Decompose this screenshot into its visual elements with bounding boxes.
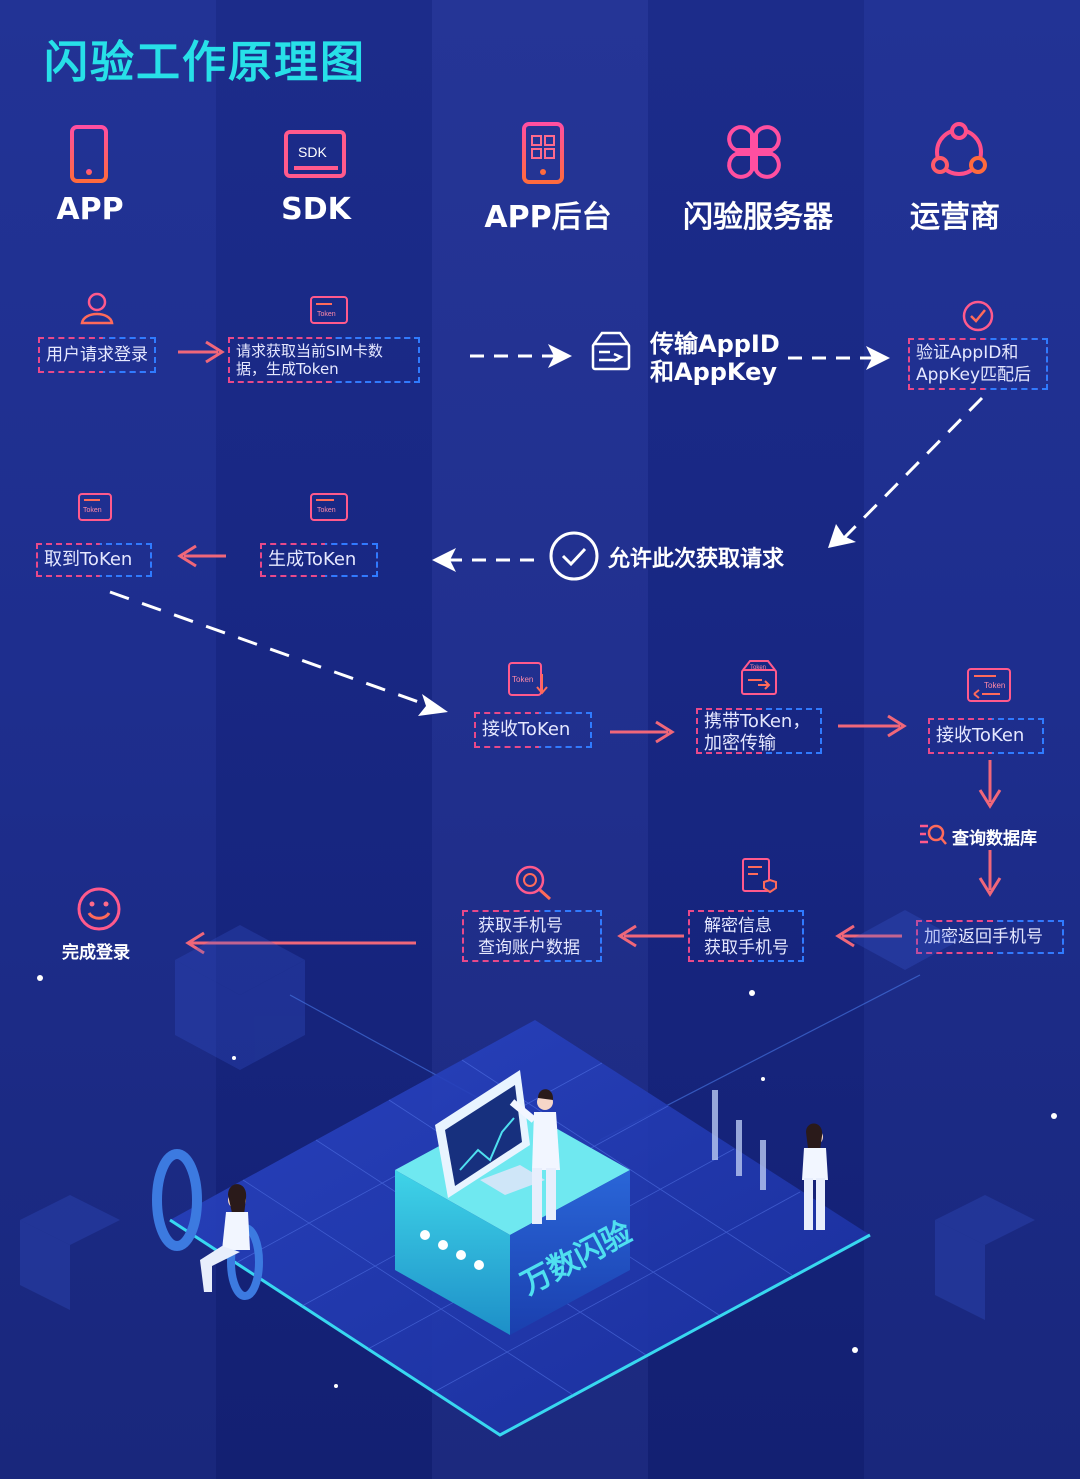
step-decrypt: 解密信息 获取手机号	[688, 910, 804, 962]
arrow-decrypt-to-fetch	[617, 924, 684, 948]
token-card-icon: Token	[310, 493, 348, 521]
token-receive-icon-label: Token	[512, 675, 533, 684]
token-return-icon-label: Token	[984, 681, 1005, 690]
token-card-icon: Token	[78, 493, 112, 521]
token-card-icon: Token	[310, 296, 348, 324]
arrow-dashed-app-to-backend	[109, 590, 431, 708]
decrypt-document-icon	[742, 858, 777, 894]
arrowhead	[432, 548, 456, 572]
page-title: 闪验工作原理图	[44, 37, 366, 88]
transfer-label-line1: 传输AppID	[650, 330, 780, 358]
allow-check-icon	[549, 531, 599, 581]
step-encrypt-return: 加密返回手机号	[916, 920, 1064, 954]
phone-icon	[70, 125, 108, 183]
smile-icon	[77, 887, 121, 931]
allow-label: 允许此次获取请求	[608, 547, 785, 572]
light-bars	[712, 1090, 766, 1190]
step-get-token: 取到ToKen	[36, 543, 152, 577]
token-card-icon-label: Token	[317, 507, 336, 514]
token-return-icon: Token	[967, 668, 1011, 702]
server-lights	[420, 1230, 484, 1270]
token-card-icon-label: Token	[83, 507, 102, 514]
person-sitting-left	[152, 1149, 263, 1300]
person-standing-center	[509, 1089, 560, 1224]
step-generate-token: 生成ToKen	[260, 543, 378, 577]
step-sdk-request: 请求获取当前SIM卡数据，生成Token	[228, 337, 420, 383]
arrowhead	[548, 344, 572, 368]
token-receive-icon: Token	[508, 662, 548, 696]
arrow-login-to-sdk	[178, 340, 225, 364]
transfer-icon	[591, 331, 631, 371]
server-box-left	[395, 1170, 510, 1335]
token-carry-icon-label: Token	[750, 665, 766, 671]
arrowhead	[866, 346, 890, 370]
step-receive-token-carrier: 接收ToKen	[928, 718, 1044, 754]
token-card-icon-label: Token	[317, 311, 336, 318]
arrow-dashed-verify-to-allow	[840, 396, 984, 542]
transfer-label-line2: 和AppKey	[650, 358, 778, 386]
arrow-receive-to-query	[978, 760, 1002, 809]
step-carry-token: 携带ToKen， 加密传输	[696, 708, 822, 754]
header-app: APP	[56, 192, 124, 227]
complete-login-label: 完成登录	[62, 943, 130, 963]
query-db-label: 查询数据库	[952, 829, 1037, 849]
header-sdk: SDK	[281, 192, 351, 227]
person-standing-right	[802, 1123, 828, 1230]
step-fetch-phone: 获取手机号 查询账户数据	[462, 910, 602, 962]
arrowhead	[828, 524, 856, 548]
user-icon	[80, 292, 114, 325]
arrow-fetch-to-complete	[185, 931, 416, 955]
arrow-query-to-return	[978, 850, 1002, 897]
server-box-right	[510, 1170, 630, 1335]
step-verify: 验证AppID和AppKey匹配后	[908, 338, 1048, 390]
step-carry-token-line2: 加密传输	[704, 733, 776, 754]
check-circle-icon	[962, 300, 994, 332]
sdk-icon: SDK	[284, 130, 346, 178]
carrier-network-icon	[931, 122, 987, 176]
step-receive-token-backend: 接收ToKen	[474, 712, 592, 748]
token-carry-icon: Token	[741, 660, 777, 695]
server-clover-icon	[727, 125, 781, 179]
arrow-backend-to-carry	[610, 720, 675, 744]
app-backend-phone-icon	[522, 122, 564, 184]
stars	[37, 975, 1057, 1388]
isometric-platform-illustration: 万数闪验	[20, 910, 1057, 1437]
arrow-return-to-decrypt	[835, 924, 902, 948]
step-user-login: 用户请求登录	[38, 337, 156, 373]
database-search-icon	[920, 824, 947, 845]
flow-connectors	[109, 340, 1002, 955]
arrow-carry-to-carrier	[838, 714, 907, 738]
arrowhead	[418, 694, 448, 716]
transfer-label: 传输AppID 和AppKey	[650, 330, 780, 386]
search-icon	[515, 865, 552, 901]
header-app-backend: APP后台	[484, 200, 612, 235]
header-carrier: 运营商	[910, 200, 1000, 235]
sdk-icon-label: SDK	[298, 144, 327, 160]
arrow-sdk-to-app	[177, 544, 226, 568]
header-flash-server: 闪验服务器	[683, 200, 833, 235]
